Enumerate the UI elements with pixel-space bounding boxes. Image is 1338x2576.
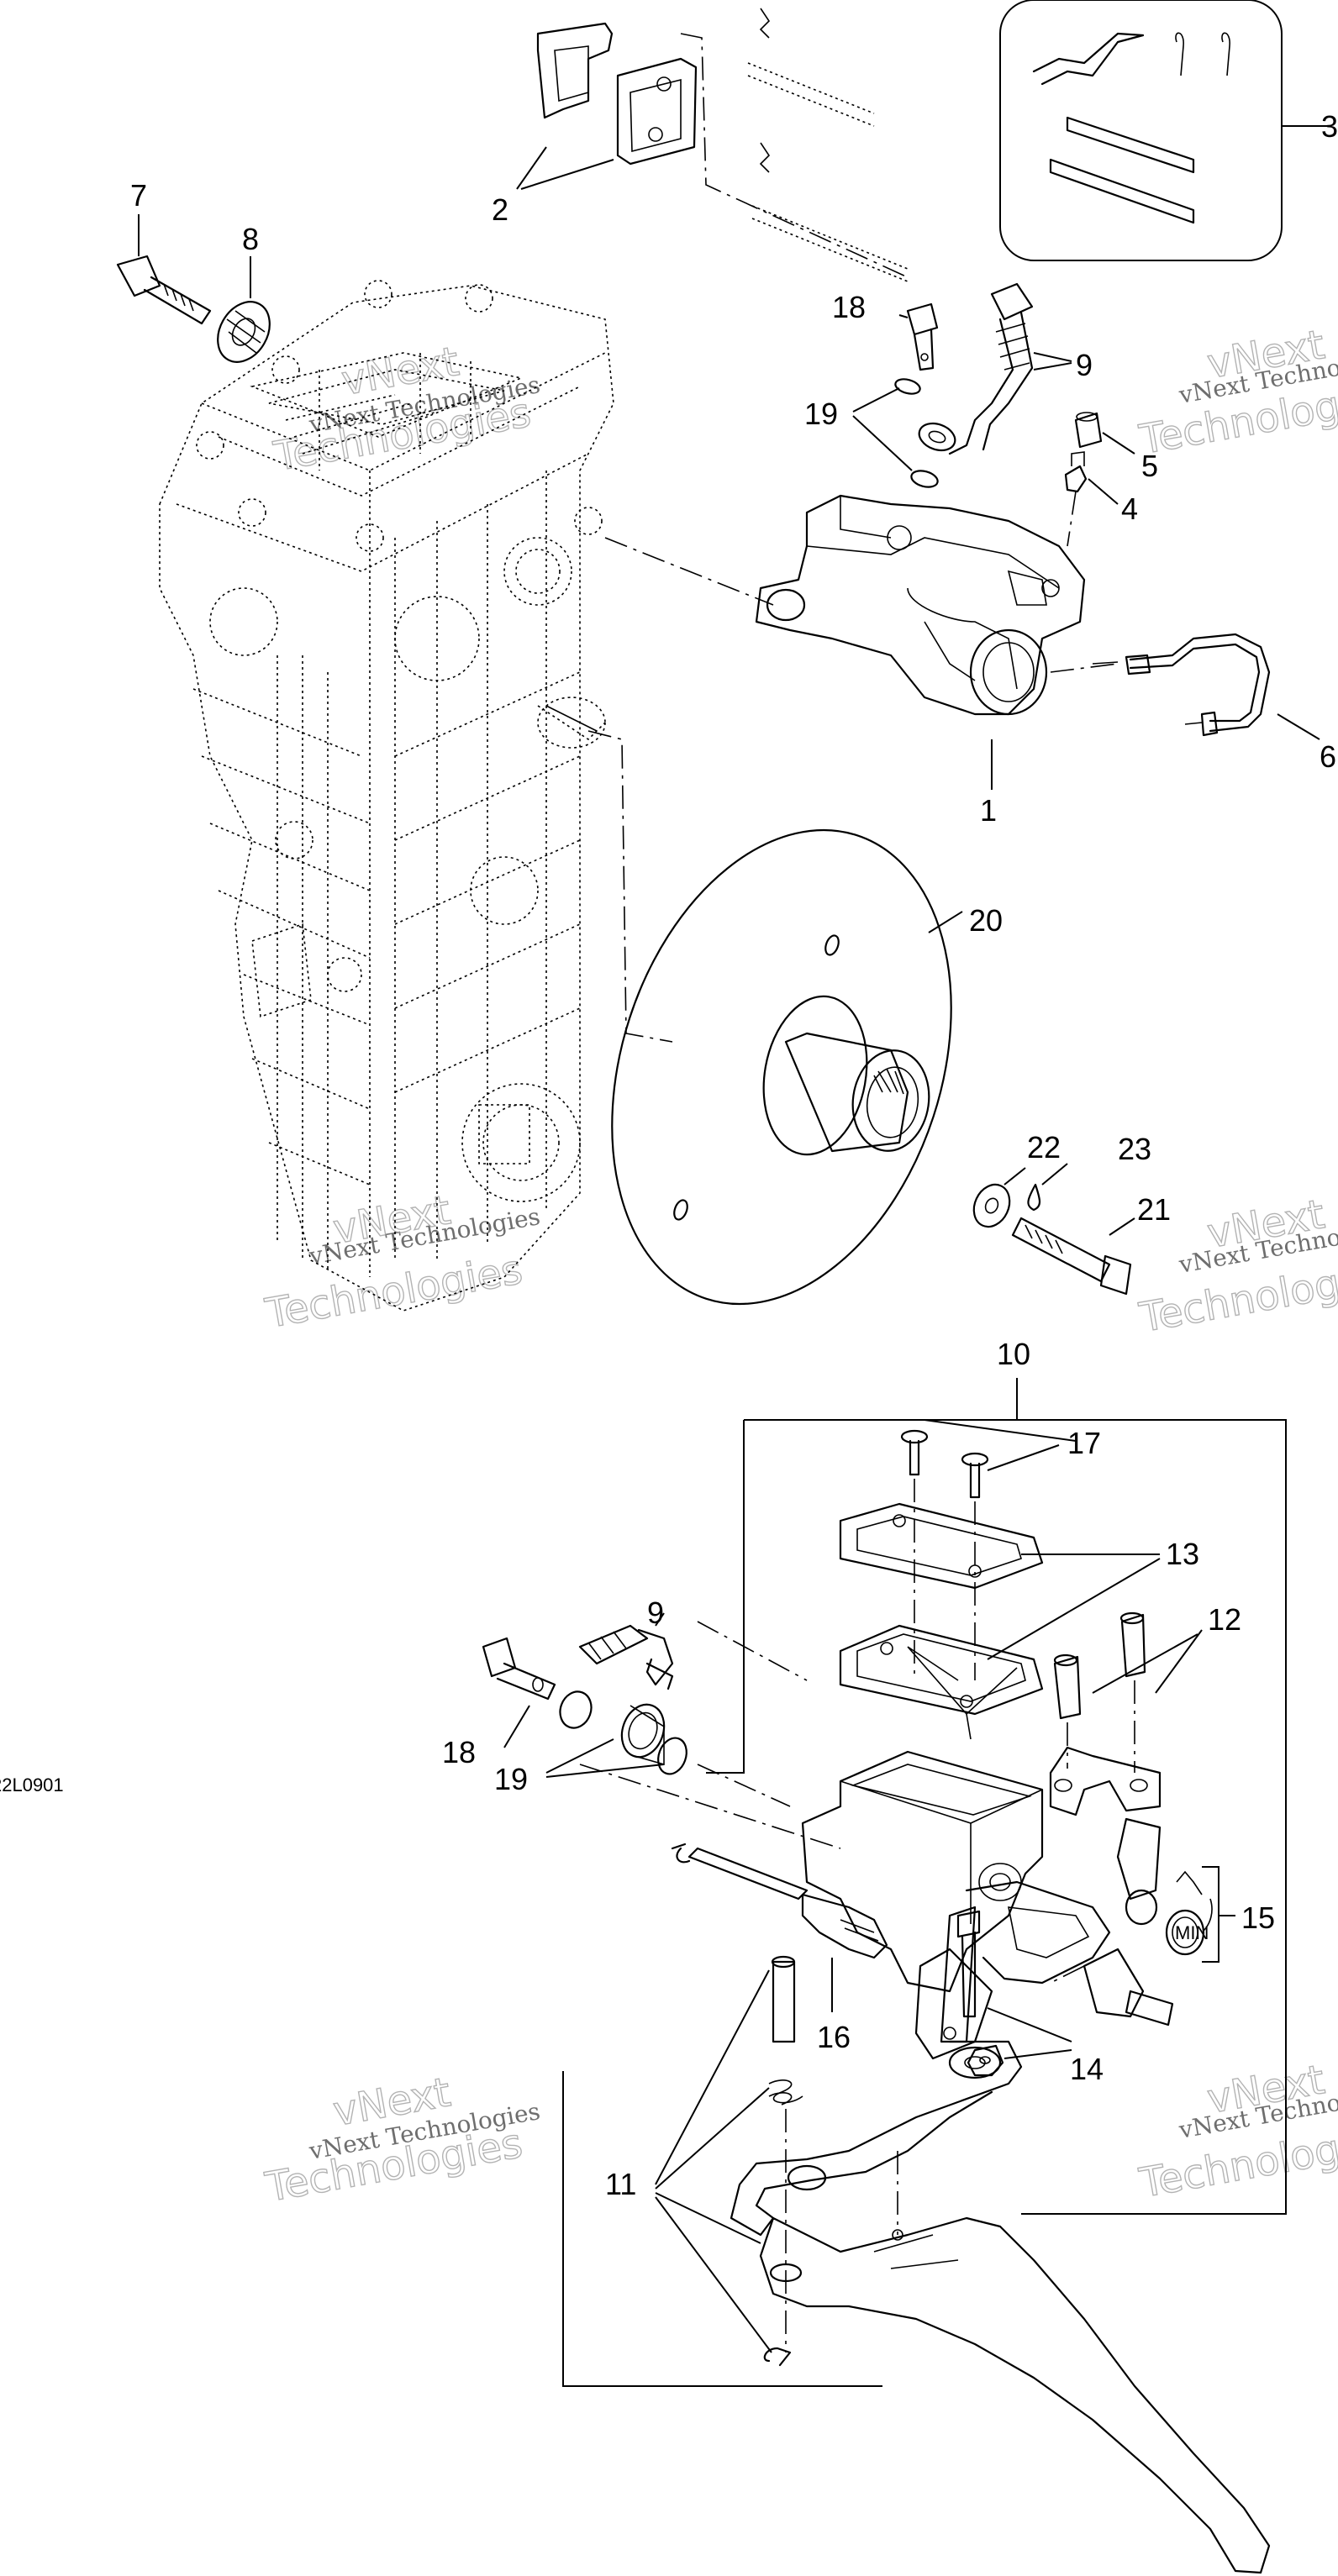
brake-caliper: [755, 494, 1086, 790]
callout-labels: 1 2 3 4 5 6 7 8 9 9 10 11 12 13 14 15 16…: [130, 109, 1338, 2201]
reservoir-cover: [839, 1502, 1160, 1590]
callout-10: 10: [997, 1337, 1030, 1371]
callout-3: 3: [1321, 109, 1338, 144]
sealing-washers-upper: [852, 378, 939, 488]
assembly-axis: [604, 537, 774, 606]
callout-20: 20: [969, 903, 1003, 938]
cover-screws: [900, 1419, 1077, 1680]
pad-pins: [680, 8, 909, 282]
callout-5: 5: [1141, 449, 1158, 483]
bolt-and-washer: [116, 255, 271, 363]
callout-6: 6: [1320, 739, 1336, 774]
pushrod: [579, 1764, 888, 2012]
disc-bolt: [1011, 1217, 1135, 1296]
handlebar-clamp: [1049, 1611, 1203, 1900]
callout-7: 7: [130, 178, 147, 213]
callout-16: 16: [817, 2020, 851, 2054]
callout-12: 12: [1208, 1602, 1241, 1637]
bleeder-screw: [1064, 451, 1119, 547]
callout-14: 14: [1070, 2052, 1104, 2086]
brake-lever: [730, 2040, 1271, 2574]
callout-1: 1: [980, 793, 997, 828]
brake-pads: [536, 22, 698, 166]
callout-11: 11: [605, 2167, 636, 2201]
callout-2-leader: [516, 146, 547, 190]
callout-13: 13: [1166, 1537, 1199, 1571]
brake-hose-upper: [918, 282, 1072, 455]
brake-disc: [611, 828, 963, 1306]
assembly-axis: [587, 730, 673, 1043]
loctite-drop-icon: [1027, 1163, 1068, 1212]
callout-2: 2: [492, 192, 508, 227]
callout-8: 8: [242, 222, 259, 256]
callout-18: 18: [442, 1735, 476, 1769]
callout-9: 9: [1076, 348, 1093, 382]
drawing-code: 22L0901: [0, 1774, 64, 1795]
callout-19: 19: [494, 1762, 528, 1796]
hardware-kit-inset: [999, 0, 1328, 261]
sealing-washers-lower: [545, 1621, 808, 1807]
callout-19: 19: [804, 397, 838, 431]
master-cylinder-body: [801, 1750, 1111, 2060]
banjo-bolt-lower: [482, 1637, 556, 1748]
callout-17: 17: [1067, 1426, 1101, 1460]
banjo-bolt-upper: [898, 302, 939, 371]
brake-line-pipe: [1050, 633, 1320, 740]
bleeder-cap: [1074, 412, 1135, 455]
pivot-bushing: [1050, 1948, 1174, 2027]
callout-2-leader: [520, 159, 614, 190]
callout-18: 18: [832, 290, 866, 324]
disc-washer: [972, 1167, 1026, 1228]
callout-23: 23: [1118, 1132, 1151, 1166]
brake-hose-lower: [578, 1612, 674, 1690]
watermark-outline: Technologies: [261, 1246, 525, 1338]
gearbox-housing: [159, 280, 614, 1312]
callout-21: 21: [1137, 1192, 1171, 1227]
master-cylinder-frame: [562, 1378, 1287, 2387]
reservoir-diaphragm: [839, 1558, 1161, 1740]
callout-22: 22: [1027, 1130, 1061, 1164]
sight-glass-marking: MIN: [1175, 1922, 1209, 1943]
sight-glass: MIN: [1125, 1866, 1235, 1963]
lever-pivot-parts: [655, 1955, 803, 2367]
callout-9: 9: [647, 1596, 664, 1630]
callout-15: 15: [1241, 1900, 1275, 1935]
callout-4: 4: [1121, 492, 1138, 526]
